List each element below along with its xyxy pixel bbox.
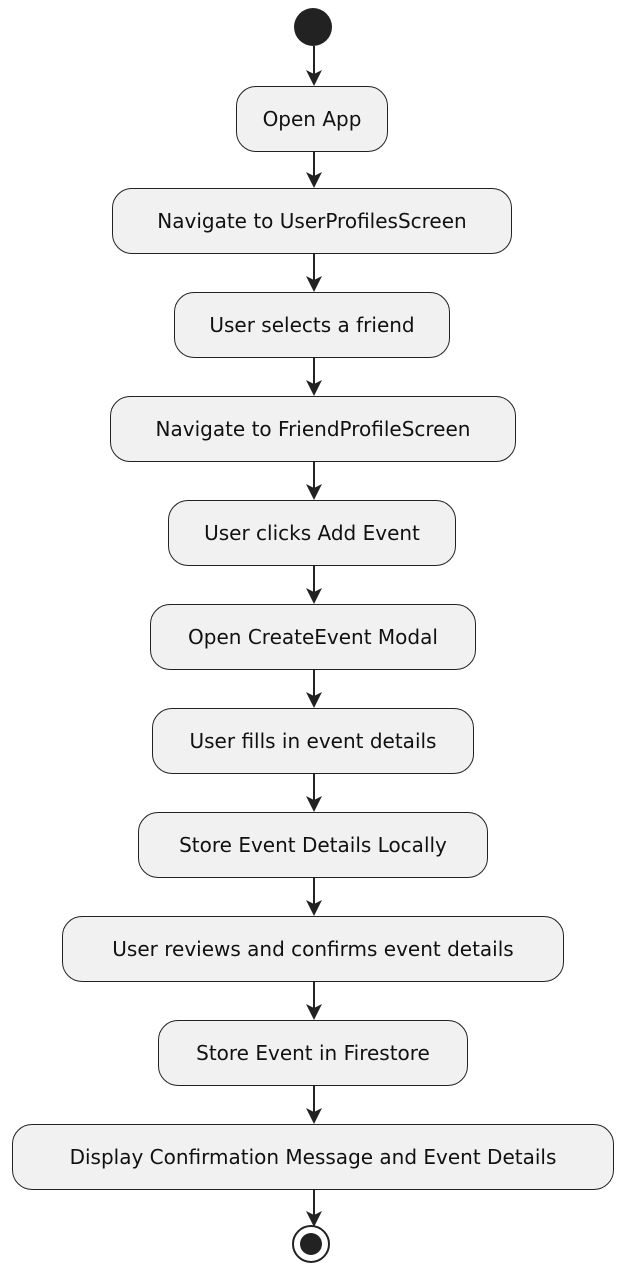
activity-navigate-user-profiles: Navigate to UserProfilesScreen: [112, 188, 512, 254]
flow-arrowhead: [306, 1004, 322, 1020]
activity-user-fills-event-details: User fills in event details: [152, 708, 474, 774]
flow-arrowhead: [306, 900, 322, 916]
activity-display-confirmation: Display Confirmation Message and Event D…: [12, 1124, 614, 1190]
activity-user-selects-friend: User selects a friend: [174, 292, 450, 358]
flow-arrowhead: [306, 1108, 322, 1124]
activity-open-create-event-modal: Open CreateEvent Modal: [150, 604, 476, 670]
start-node: [294, 8, 332, 46]
activity-user-reviews-confirms: User reviews and confirms event details: [62, 916, 564, 982]
end-node: [292, 1225, 330, 1263]
activity-store-event-locally: Store Event Details Locally: [138, 812, 488, 878]
flow-arrowhead: [306, 172, 322, 188]
flow-arrowhead: [306, 70, 322, 86]
flow-arrowhead: [306, 796, 322, 812]
activity-user-clicks-add-event: User clicks Add Event: [168, 500, 456, 566]
flow-arrowhead: [306, 484, 322, 500]
flow-arrowhead: [306, 588, 322, 604]
flow-arrowhead: [306, 380, 322, 396]
flow-arrowhead: [306, 276, 322, 292]
activity-navigate-friend-profile: Navigate to FriendProfileScreen: [110, 396, 516, 462]
flow-arrowhead: [306, 692, 322, 708]
activity-open-app: Open App: [236, 86, 388, 152]
activity-store-event-firestore: Store Event in Firestore: [158, 1020, 468, 1086]
end-node-dot: [300, 1233, 322, 1255]
